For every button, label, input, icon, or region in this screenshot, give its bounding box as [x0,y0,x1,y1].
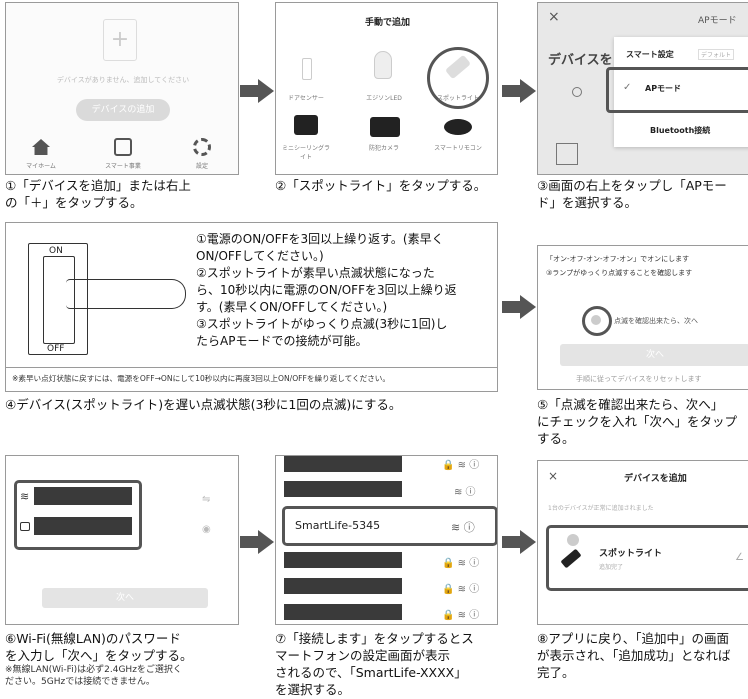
close-icon-step8[interactable]: × [548,469,559,483]
manual-add-title: 手動で追加 [364,18,410,28]
network-4-wifi-icon: 🔒 ≋ ⓘ [442,584,480,595]
network-1-wifi-icon: 🔒 ≋ ⓘ [442,460,480,471]
network-row-4[interactable] [284,578,402,594]
step1-caption: ①「デバイスを追加」または右上 の「＋」をタップする。 [5,178,191,210]
switch-off-label: OFF [47,344,65,354]
empty-device-text: デバイスがありません、追加してください [56,76,190,84]
network-row-1[interactable] [284,456,402,472]
plug-device-icon [556,143,578,165]
device-add-title: デバイスを [548,53,613,68]
arrow-4-to-5 [502,295,536,319]
mode-menu: スマート設定 デフォルト ✓ APモード Bluetooth接続 [606,37,748,147]
menu-item-bluetooth[interactable]: Bluetooth接続 [650,126,711,135]
step2-caption: ②「スポットライト」をタップする。 [275,178,487,193]
divider [6,367,497,368]
wifi-icon: ≋ [20,490,30,503]
step6-caption: ⑥Wi-Fi(無線LAN)のパスワード を入力し「次へ」をタップする。 ※無線L… [5,630,255,688]
edison-led-icon[interactable] [374,51,392,79]
device-label-edison: エジソンLED [366,95,402,102]
next-button[interactable]: 次へ [560,344,748,366]
mini-ceiling-light-icon[interactable] [294,115,318,135]
arrow-6-to-7 [240,530,274,554]
ap-mode-toggle[interactable]: APモード [698,16,737,26]
menu-item-ap-mode[interactable]: ✓ APモード [606,67,748,113]
check-highlight-circle [582,306,612,336]
success-card-highlight: スポットライト 追加完了 ∠ [546,525,748,591]
success-check-icon [567,534,579,546]
wifi-ssid-field[interactable] [34,487,132,505]
device-label-ceiling: ミニシーリングライト [281,145,330,161]
spotlight-device-icon [560,548,582,569]
wifi-password-field[interactable] [34,517,132,535]
step1-screenshot: + デバイスがありません、追加してください デバイスの追加 マイホーム スマート… [5,2,239,175]
device-label-spotlight: スポットライト [436,95,479,102]
step8-screenshot: × デバイスを追加 1台のデバイスが正常に追加されました スポットライト 追加完… [537,460,748,625]
menu-header-smart: スマート設定 [626,50,674,59]
smartlife-network-name: SmartLife-5345 [295,519,381,532]
switch-on-label: ON [49,246,63,256]
nav-label-home: マイホーム [26,163,56,170]
show-password-icon[interactable]: ◉ [202,524,211,535]
step6-screenshot: ≋ ⇋ ◉ 次へ [5,455,239,625]
security-camera-icon[interactable] [370,117,400,137]
arrow-1-to-2 [240,79,274,103]
wifi-form-highlight [14,480,142,550]
step3-screenshot: × APモード デバイスを スマート設定 デフォルト ✓ APモード Bluet… [537,2,748,175]
device-label-door: ドアセンサー [288,95,324,102]
lock-icon [20,522,30,531]
blink-instruction-1: 「オン-オフ-オン-オフ-オン」でオンにします [546,255,690,263]
menu-ap-label: APモード [645,84,682,93]
spotlight-highlight-circle[interactable] [427,47,489,109]
instruction-text: ①電源のON/OFFを3回以上繰り返す。(素早く ON/OFFしてください。) … [196,232,457,348]
step8-caption: ⑧アプリに戻り、「追加中」の画面 が表示され、「追加成功」となれば 完了。 [537,631,731,680]
step5-screenshot: 「オン-オフ-オン-オフ-オン」でオンにします ③ランプがゆっくり点滅することを… [537,245,748,390]
device-add-title-step8: デバイスを追加 [624,474,687,484]
smart-scene-icon[interactable] [114,138,132,156]
step7-screenshot: 🔒 ≋ ⓘ ≋ ⓘ SmartLife-5345 ≋ ⓘ 🔒 ≋ ⓘ 🔒 ≋ ⓘ… [275,455,498,625]
success-subtext: 1台のデバイスが正常に追加されました [548,505,654,512]
home-icon[interactable] [32,139,50,155]
edit-icon[interactable]: ∠ [735,552,744,563]
network-row-3[interactable] [284,552,402,568]
arrow-2-to-3 [502,79,536,103]
blink-instruction-2: ③ランプがゆっくり点滅することを確認します [546,269,693,277]
smartlife-wifi-info-icon: ≋ ⓘ [451,521,475,534]
add-device-button[interactable]: デバイスの追加 [76,99,170,121]
door-sensor-icon[interactable] [302,58,312,80]
step4-caption: ④デバイス(スポットライト)を遅い点滅状態(3秒に1回の点滅)にする。 [5,397,402,412]
added-device-status: 追加完了 [599,564,624,571]
device-label-remote: スマートリモコン [434,145,482,152]
nav-label-settings: 設定 [195,163,208,170]
switch-network-icon[interactable]: ⇋ [202,494,211,505]
power-icon [572,87,582,97]
hand-pressing-icon [66,279,186,309]
nav-label-smart: スマート事業 [105,163,141,170]
blink-checkbox[interactable] [591,315,601,325]
check-icon: ✓ [623,82,632,93]
close-icon[interactable]: × [548,9,560,25]
reset-footnote: ※素早い点灯状態に戻すには、電源をOFF→ONにして10秒以内に再度3回以上ON… [12,374,390,383]
network-5-wifi-icon: 🔒 ≋ ⓘ [442,610,480,621]
step7-caption: ⑦「接続します」をタップするとス マートフォンの設定画面が表示 されるので、「S… [275,631,474,697]
network-row-5[interactable] [284,604,402,620]
network-2-wifi-icon: ≋ ⓘ [454,487,476,498]
device-label-camera: 防犯カメラ [368,145,399,152]
wifi-next-button[interactable]: 次へ [42,588,208,608]
settings-gear-icon[interactable] [193,138,211,156]
arrow-7-to-8 [502,530,536,554]
add-device-placeholder-icon: + [103,19,137,61]
network-3-wifi-icon: 🔒 ≋ ⓘ [442,558,480,569]
reset-device-link[interactable]: 手順に従ってデバイスをリセットします [576,375,702,383]
smartlife-network-highlight[interactable]: SmartLife-5345 ≋ ⓘ [282,506,497,546]
blink-check-label: 点滅を確認出来たら、次へ [614,317,698,325]
step2-screenshot: 手動で追加 ドアセンサー エジソンLED スポットライト ミニシーリングライト … [275,2,498,175]
smart-remote-icon[interactable] [444,119,472,135]
step4-instruction-box: ON OFF ①電源のON/OFFを3回以上繰り返す。(素早く ON/OFFして… [5,222,498,392]
step5-caption: ⑤「点滅を確認出来たら、次へ」 にチェックを入れ「次へ」をタップ する。 [537,397,738,446]
wifi-band-note: ※無線LAN(Wi-Fi)は必ず2.4GHzをご選択く ださい。5GHzでは接続… [5,665,182,687]
added-device-name: スポットライト [599,549,663,559]
menu-default-tag: デフォルト [698,49,735,60]
network-row-2[interactable] [284,481,402,497]
step3-caption: ③画面の右上をタップし「APモー ド」を選択する。 [537,178,727,210]
